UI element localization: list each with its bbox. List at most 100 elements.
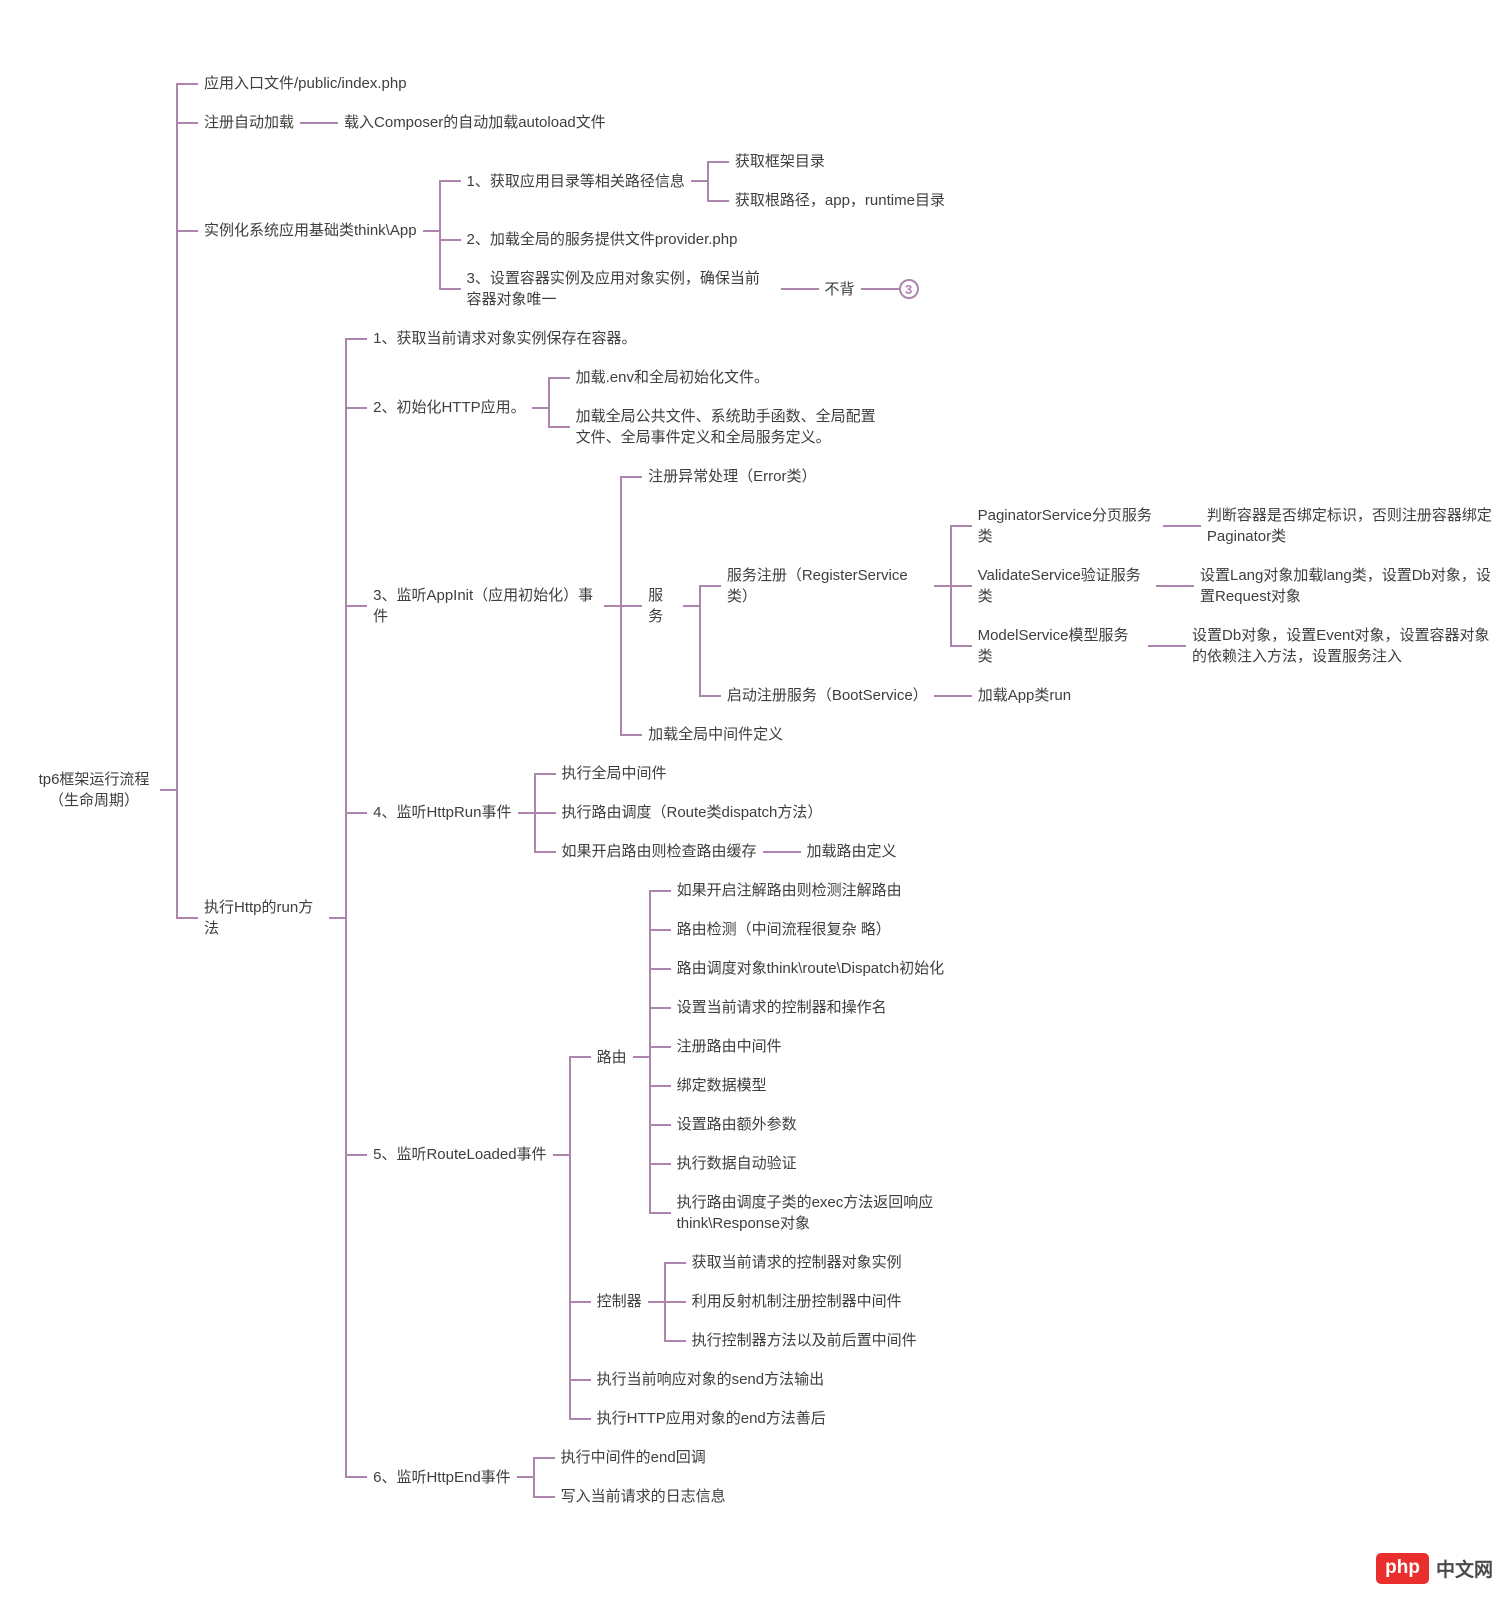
node-children-group: 服务注册（RegisterService类）PaginatorService分页… bbox=[698, 496, 1503, 715]
mindmap-node: ValidateService验证服务类设置Lang对象加载lang类，设置Db… bbox=[972, 556, 1503, 616]
node-label: 加载路由定义 bbox=[806, 843, 897, 860]
node-label: 5、监听RouteLoaded事件 bbox=[367, 1142, 570, 1167]
node-label: 载入Composer的自动加载autoload文件 bbox=[344, 114, 606, 131]
node-label: 执行数据自动验证 bbox=[676, 1155, 797, 1172]
branch: 载入Composer的自动加载autoload文件 bbox=[316, 103, 612, 142]
mindmap-node: 执行HTTP应用对象的end方法善后 bbox=[591, 1399, 832, 1438]
branch: 加载全局中间件定义 bbox=[620, 715, 1503, 754]
branch: 执行全局中间件 bbox=[533, 754, 903, 793]
node-label: 注册路由中间件 bbox=[676, 1038, 782, 1055]
branch: 设置Db对象，设置Event对象，设置容器对象的依赖注入方法，设置服务注入 bbox=[1164, 616, 1503, 676]
node-label: 路由 bbox=[591, 1045, 649, 1070]
mindmap-node: 6、监听HttpEnd事件执行中间件的end回调写入当前请求的日志信息 bbox=[367, 1438, 732, 1516]
mindmap-node: 利用反射机制注册控制器中间件 bbox=[686, 1282, 908, 1321]
branch: 执行数据自动验证 bbox=[648, 1144, 991, 1183]
node-label: 获取当前请求的控制器对象实例 bbox=[691, 1254, 902, 1271]
mindmap-node: 4、监听HttpRun事件执行全局中间件执行路由调度（Route类dispatc… bbox=[367, 754, 902, 871]
branch: 执行当前响应对象的send方法输出 bbox=[568, 1360, 991, 1399]
node-label: 绑定数据模型 bbox=[676, 1077, 767, 1094]
branch: 注册自动加载载入Composer的自动加载autoload文件 bbox=[176, 103, 1503, 142]
node-label: 路由检测（中间流程很复杂 略） bbox=[676, 921, 891, 938]
node-label: 3、设置容器实例及应用对象实例，确保当前容器对象唯一 bbox=[461, 266, 797, 312]
php-logo: php bbox=[1376, 1553, 1429, 1584]
node-label: 判断容器是否绑定标识，否则注册容器绑定Paginator类 bbox=[1206, 507, 1492, 545]
mindmap-node: 执行Http的run方法 1、获取当前请求对象实例保存在容器。 2、初始化HTTP应… bbox=[198, 319, 1503, 1516]
mindmap-node: 如果开启注解路由则检测注解路由 bbox=[671, 871, 908, 910]
node-children-group: 设置Lang对象加载lang类，设置Db对象，设置Request对象 bbox=[1172, 556, 1503, 616]
branch: 6、监听HttpEnd事件执行中间件的end回调写入当前请求的日志信息 bbox=[345, 1438, 1503, 1516]
branch: 如果开启路由则检查路由缓存加载路由定义 bbox=[533, 832, 903, 871]
node-label: 设置路由额外参数 bbox=[676, 1116, 797, 1133]
mindmap-node: 服务服务注册（RegisterService类）PaginatorService… bbox=[642, 496, 1503, 715]
node-label: 写入当前请求的日志信息 bbox=[560, 1488, 726, 1505]
branch: 绑定数据模型 bbox=[648, 1066, 991, 1105]
mindmap-node: 路由检测（中间流程很复杂 略） bbox=[671, 910, 897, 949]
node-label: 1、获取当前请求对象实例保存在容器。 bbox=[373, 330, 637, 347]
mindmap-node: 执行路由调度子类的exec方法返回响应think\Response对象 bbox=[671, 1183, 991, 1243]
mindmap-node: 加载路由定义 bbox=[801, 832, 903, 871]
branch: 1、获取当前请求对象实例保存在容器。 bbox=[345, 319, 1503, 358]
node-label: 3、监听AppInit（应用初始化）事件 bbox=[367, 583, 621, 629]
node-label: 1、获取应用目录等相关路径信息 bbox=[461, 169, 708, 194]
branch: 控制器获取当前请求的控制器对象实例利用反射机制注册控制器中间件执行控制器方法以及… bbox=[568, 1243, 991, 1360]
mindmap-node: 设置当前请求的控制器和操作名 bbox=[671, 988, 893, 1027]
branch: 执行路由调度（Route类dispatch方法） bbox=[533, 793, 903, 832]
node-children-group: 注册异常处理（Error类）服务服务注册（RegisterService类）Pa… bbox=[620, 457, 1503, 754]
branch: 加载.env和全局初始化文件。 bbox=[547, 358, 890, 397]
mindmap-node: 启动注册服务（BootService） 加载App类run bbox=[721, 676, 1077, 715]
mindmap-node: 设置Lang对象加载lang类，设置Db对象，设置Request对象 bbox=[1194, 556, 1503, 616]
mindmap-node: 加载.env和全局初始化文件。 bbox=[570, 358, 775, 397]
branch: 路由 如果开启注解路由则检测注解路由路由检测（中间流程很复杂 略） 路由调度对象th… bbox=[568, 871, 991, 1243]
node-label: tp6框架运行流程（生命周期） bbox=[28, 767, 176, 813]
mindmap-node: 控制器获取当前请求的控制器对象实例利用反射机制注册控制器中间件执行控制器方法以及… bbox=[591, 1243, 923, 1360]
node-children-group: 1、获取应用目录等相关路径信息获取框架目录获取根路径，app，runtime目录… bbox=[438, 142, 951, 319]
mindmap-node: 2、加载全局的服务提供文件provider.php bbox=[461, 220, 744, 259]
branch: 2、加载全局的服务提供文件provider.php bbox=[438, 220, 951, 259]
mindmap-node: 获取根路径，app，runtime目录 bbox=[729, 181, 951, 220]
mindmap-node: 服务注册（RegisterService类）PaginatorService分页… bbox=[721, 496, 1503, 676]
node-label: 如果开启注解路由则检测注解路由 bbox=[676, 882, 902, 899]
mindmap-node: 注册自动加载载入Composer的自动加载autoload文件 bbox=[198, 103, 612, 142]
node-label: 加载App类run bbox=[977, 687, 1072, 704]
mindmap-node: 设置路由额外参数 bbox=[671, 1105, 803, 1144]
node-label: 执行路由调度（Route类dispatch方法） bbox=[561, 804, 823, 821]
watermark-text: 中文网 bbox=[1435, 1560, 1493, 1581]
node-label: 应用入口文件/public/index.php bbox=[204, 75, 407, 92]
node-label: 执行中间件的end回调 bbox=[560, 1449, 706, 1466]
node-children-group: 加载App类run bbox=[949, 676, 1077, 715]
branch: 判断容器是否绑定标识，否则注册容器绑定Paginator类 bbox=[1178, 496, 1503, 556]
branch: 2、初始化HTTP应用。加载.env和全局初始化文件。加载全局公共文件、系统助手… bbox=[345, 358, 1503, 457]
mindmap-node: 写入当前请求的日志信息 bbox=[555, 1477, 732, 1516]
mindmap-node: 应用入口文件/public/index.php bbox=[198, 64, 413, 103]
branch: 加载App类run bbox=[949, 676, 1077, 715]
mindmap-tree: tp6框架运行流程（生命周期） 应用入口文件/public/index.php 注册… bbox=[28, 64, 1503, 1516]
node-children-group: 1、获取当前请求对象实例保存在容器。 2、初始化HTTP应用。加载.env和全局初… bbox=[345, 319, 1503, 1516]
node-label: 加载全局公共文件、系统助手函数、全局配置文件、全局事件定义和全局服务定义。 bbox=[575, 408, 876, 446]
branch: 加载全局公共文件、系统助手函数、全局配置文件、全局事件定义和全局服务定义。 bbox=[547, 397, 890, 457]
branch: 获取当前请求的控制器对象实例 bbox=[663, 1243, 923, 1282]
mindmap-node: 3 bbox=[898, 272, 919, 306]
mindmap-node: 3、监听AppInit（应用初始化）事件注册异常处理（Error类）服务服务注册… bbox=[367, 457, 1503, 754]
branch: 3 bbox=[876, 272, 919, 306]
node-children-group: PaginatorService分页服务类判断容器是否绑定标识，否则注册容器绑定… bbox=[949, 496, 1503, 676]
node-label: 获取根路径，app，runtime目录 bbox=[734, 192, 945, 209]
branch: 3、监听AppInit（应用初始化）事件注册异常处理（Error类）服务服务注册… bbox=[345, 457, 1503, 754]
node-label: 设置Db对象，设置Event对象，设置容器对象的依赖注入方法，设置服务注入 bbox=[1192, 627, 1490, 665]
branch: 路由调度对象think\route\Dispatch初始化 bbox=[648, 949, 991, 988]
node-children-group: 获取框架目录获取根路径，app，runtime目录 bbox=[706, 142, 951, 220]
mindmap-node: 绑定数据模型 bbox=[671, 1066, 773, 1105]
mindmap-node: 执行当前响应对象的send方法输出 bbox=[591, 1360, 831, 1399]
node-label: 执行路由调度子类的exec方法返回响应think\Response对象 bbox=[676, 1194, 934, 1232]
mindmap-node: 获取框架目录 bbox=[729, 142, 831, 181]
node-label: 启动注册服务（BootService） bbox=[721, 683, 950, 708]
node-label: 执行Http的run方法 bbox=[198, 895, 346, 941]
branch: 执行控制器方法以及前后置中间件 bbox=[663, 1321, 923, 1360]
mindmap-node: ModelService模型服务类设置Db对象，设置Event对象，设置容器对象… bbox=[972, 616, 1503, 676]
node-label: PaginatorService分页服务类 bbox=[972, 503, 1180, 549]
